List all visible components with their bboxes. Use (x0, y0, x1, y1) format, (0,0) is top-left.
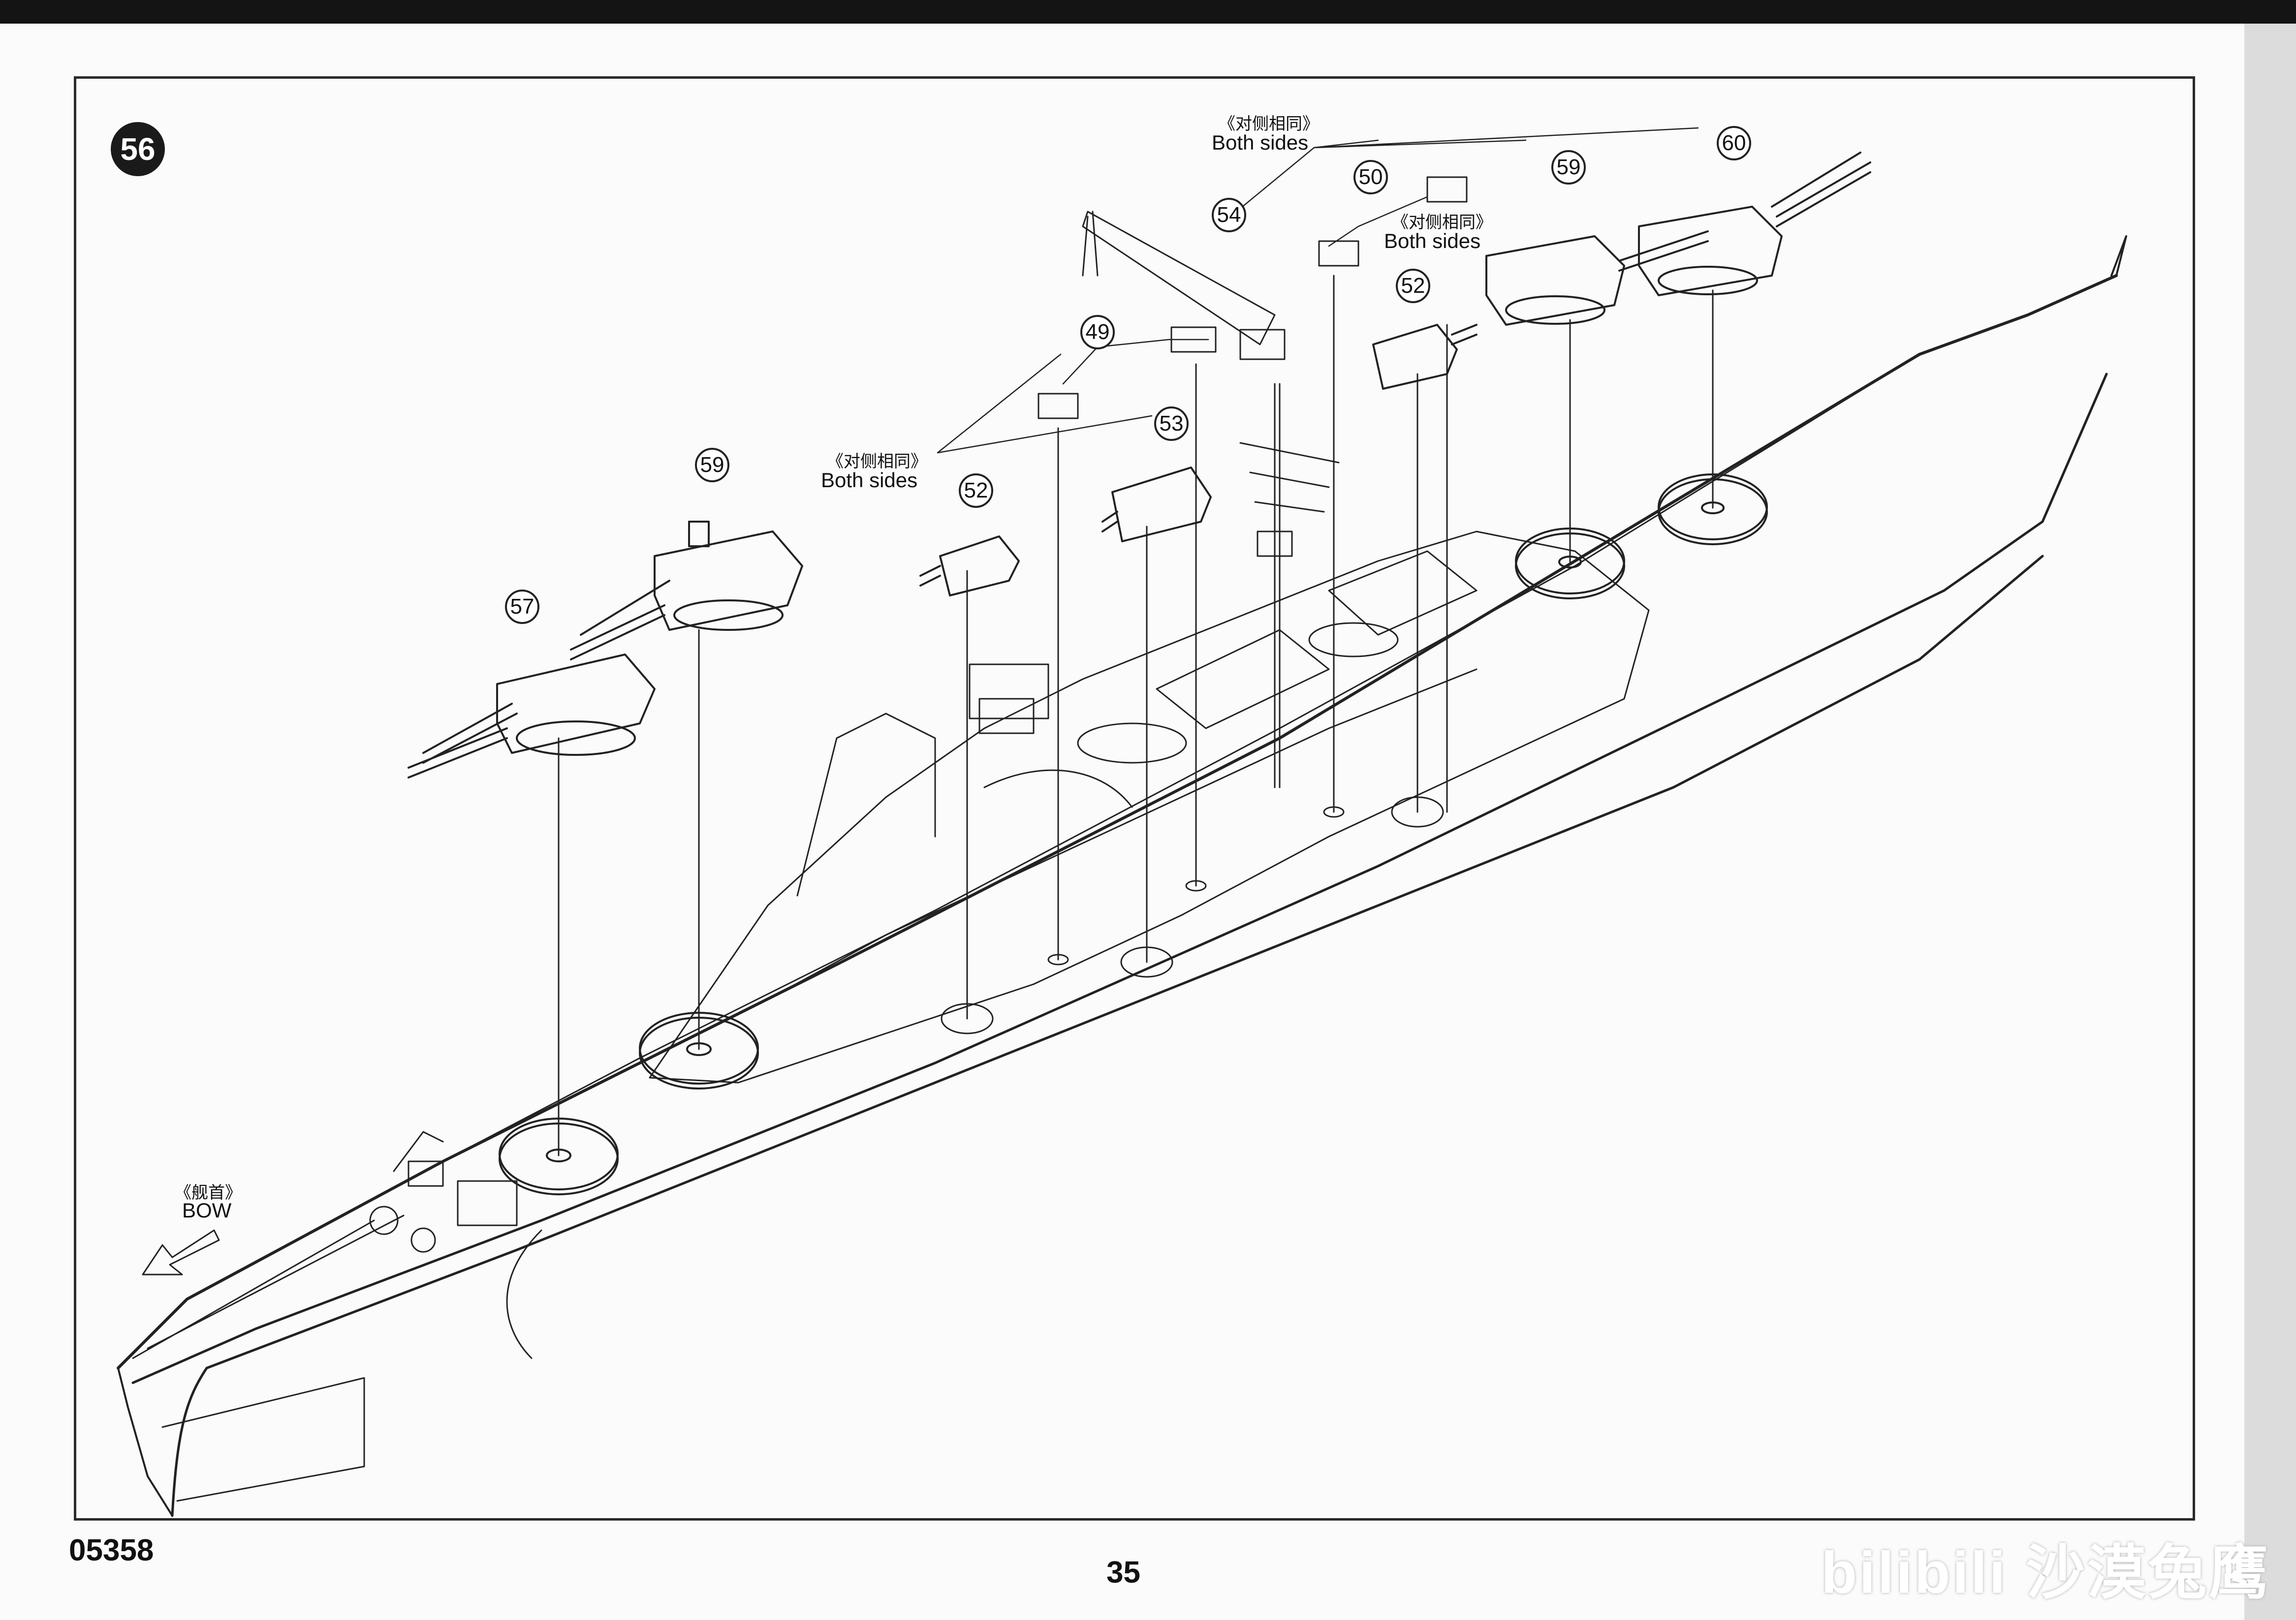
instruction-page (0, 24, 2244, 1620)
secondary-mount-rings (941, 796, 1444, 1034)
ship-hull (117, 235, 2127, 1517)
aa-mount-49 (1038, 326, 1217, 419)
callout-59-aft: 59 (1551, 150, 1586, 185)
both-sides-label-en: Both sides (1212, 131, 1309, 154)
callout-52-aft: 52 (1396, 269, 1430, 303)
bow-label-cn: 《舰首》 (175, 1184, 242, 1202)
callout-50: 50 (1353, 160, 1388, 194)
both-sides-label-cn: 《对侧相同》 (827, 452, 927, 471)
both-sides-label-en: Both sides (821, 468, 918, 492)
bow-direction-arrow (142, 1229, 220, 1276)
callout-60: 60 (1717, 126, 1751, 160)
secondary-turret-52-aft (1372, 324, 1478, 390)
step-number-badge: 56 (111, 122, 165, 176)
main-turret-59-aft (1485, 230, 1709, 326)
main-turret-60 (1638, 152, 1871, 296)
crane-54 (1082, 211, 1286, 360)
turret-barbettes (499, 473, 1768, 1195)
mast (1239, 383, 1340, 788)
secondary-turret-53 (1101, 467, 1212, 542)
leader-lines (558, 275, 1714, 1156)
callout-53: 53 (1154, 406, 1189, 441)
secondary-turret-52-forward (919, 535, 1020, 596)
watermark: bilibili 沙漠兔鹰 (1821, 1540, 2270, 1606)
callout-59-forward: 59 (695, 448, 729, 482)
product-code: 05358 (69, 1533, 154, 1567)
both-sides-label-cn: 《对侧相同》 (1392, 213, 1492, 232)
superstructure (649, 530, 1650, 1084)
callout-54: 54 (1212, 198, 1246, 232)
callout-leaders (937, 127, 1699, 454)
bow-deck-fittings (132, 1131, 518, 1359)
step-frame (74, 76, 2195, 1521)
scanner-top-bar (0, 0, 2296, 24)
main-turret-57 (408, 654, 656, 779)
callout-49: 49 (1080, 315, 1115, 349)
both-sides-label-cn: 《对侧相同》 (1219, 115, 1319, 133)
main-turret-59-forward (570, 521, 803, 660)
callout-57: 57 (505, 590, 539, 624)
callout-52-forward: 52 (959, 473, 993, 508)
both-sides-label-en: Both sides (1384, 229, 1481, 252)
aa-mount-50 (1318, 176, 1468, 267)
bow-label-en: BOW (182, 1199, 232, 1222)
page-edge (2244, 24, 2296, 1620)
page-number: 35 (1106, 1556, 1140, 1589)
